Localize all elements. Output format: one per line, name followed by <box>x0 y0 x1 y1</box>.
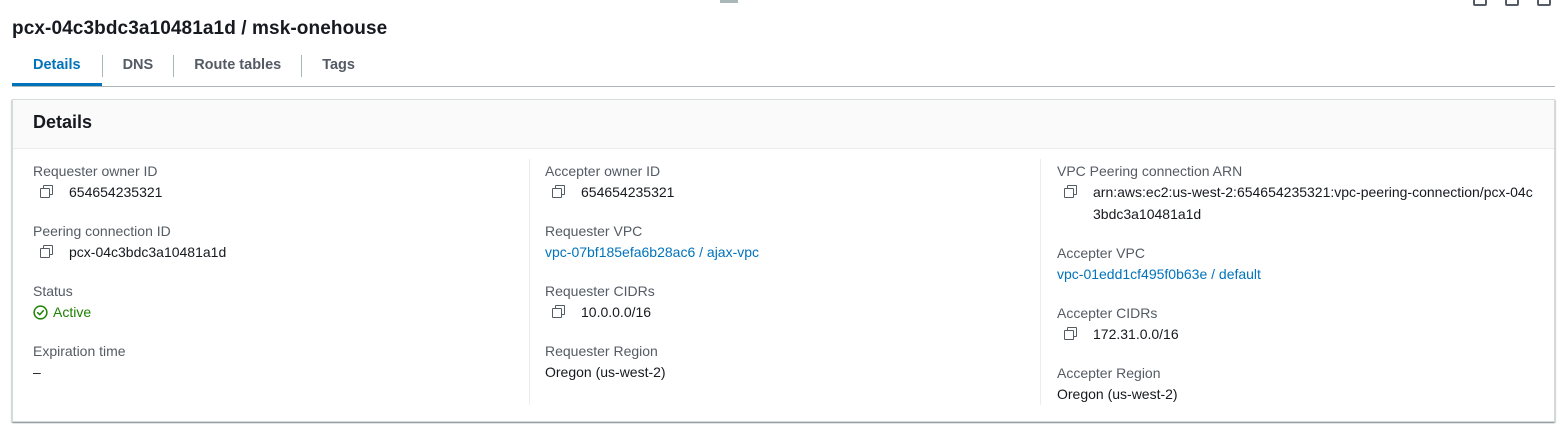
column-divider <box>529 159 530 405</box>
details-column-3: VPC Peering connection ARN arn:aws:ec2:u… <box>1057 149 1537 421</box>
top-toolbar-icons <box>1473 0 1551 6</box>
requester-region-value: Oregon (us-west-2) <box>545 364 666 380</box>
requester-vpc-link[interactable]: vpc-07bf185efa6b28ac6 / ajax-vpc <box>545 244 760 260</box>
expiration-time-field: Expiration time – <box>33 341 513 383</box>
vpc-peering-arn-row: arn:aws:ec2:us-west-2:654654235321:vpc-p… <box>1057 181 1537 225</box>
tab-details[interactable]: Details <box>12 52 102 86</box>
accepter-vpc-row: vpc-01edd1cf495f0b63e / default <box>1057 263 1537 285</box>
accepter-cidrs-field: Accepter CIDRs 172.31.0.0/16 <box>1057 303 1537 345</box>
vpc-peering-arn-value: arn:aws:ec2:us-west-2:654654235321:vpc-p… <box>1093 184 1533 222</box>
column-divider <box>1040 159 1041 405</box>
requester-owner-id-row: 654654235321 <box>33 181 513 203</box>
accepter-owner-id-row: 654654235321 <box>545 181 1025 203</box>
peering-connection-id-value: pcx-04c3bdc3a10481a1d <box>69 244 227 260</box>
vpc-peering-arn-label: VPC Peering connection ARN <box>1057 163 1243 179</box>
peering-connection-id-row: pcx-04c3bdc3a10481a1d <box>33 241 513 263</box>
details-panel: Details Requester owner ID 654654235321 … <box>12 99 1555 422</box>
accepter-owner-id-field: Accepter owner ID 654654235321 <box>545 161 1025 203</box>
requester-owner-id-label: Requester owner ID <box>33 163 158 179</box>
peering-connection-id-label: Peering connection ID <box>33 223 171 239</box>
tab-divider <box>301 55 303 77</box>
expiration-time-value: – <box>33 364 41 380</box>
requester-owner-id-field: Requester owner ID 654654235321 <box>33 161 513 203</box>
copy-icon[interactable] <box>39 184 55 200</box>
status-badge: Active <box>53 304 92 320</box>
page-title: pcx-04c3bdc3a10481a1d / msk-onehouse <box>12 18 388 39</box>
toolbar-icon-2[interactable] <box>1505 0 1519 6</box>
accepter-region-value: Oregon (us-west-2) <box>1057 386 1178 402</box>
copy-icon[interactable] <box>551 184 567 200</box>
accepter-cidrs-value: 172.31.0.0/16 <box>1093 326 1179 342</box>
requester-cidrs-field: Requester CIDRs 10.0.0.0/16 <box>545 281 1025 323</box>
tab-divider <box>101 55 103 77</box>
accepter-owner-id-value: 654654235321 <box>581 184 675 200</box>
check-circle-icon <box>33 304 48 320</box>
requester-cidrs-label: Requester CIDRs <box>545 283 655 299</box>
details-column-2: Accepter owner ID 654654235321 Requester… <box>545 149 1025 421</box>
accepter-cidrs-row: 172.31.0.0/16 <box>1057 323 1537 345</box>
requester-cidrs-value: 10.0.0.0/16 <box>581 304 652 320</box>
tab-bar: Details DNS Route tables Tags <box>12 52 1555 87</box>
status-row: Active <box>33 301 513 323</box>
requester-owner-id-value: 654654235321 <box>69 184 163 200</box>
tab-route-tables[interactable]: Route tables <box>194 57 282 73</box>
accepter-vpc-label: Accepter VPC <box>1057 245 1145 261</box>
requester-region-field: Requester Region Oregon (us-west-2) <box>545 341 1025 383</box>
requester-vpc-field: Requester VPC vpc-07bf185efa6b28ac6 / aj… <box>545 221 1025 263</box>
details-panel-body: Requester owner ID 654654235321 Peering … <box>13 149 1554 421</box>
tab-divider <box>173 55 175 77</box>
expiration-time-label: Expiration time <box>33 343 126 359</box>
accepter-vpc-link[interactable]: vpc-01edd1cf495f0b63e / default <box>1057 266 1261 282</box>
toolbar-icon-1[interactable] <box>1473 0 1487 6</box>
tab-dns[interactable]: DNS <box>122 57 154 73</box>
accepter-region-field: Accepter Region Oregon (us-west-2) <box>1057 363 1537 405</box>
toolbar-icon-3[interactable] <box>1537 0 1551 6</box>
accepter-region-label: Accepter Region <box>1057 365 1161 381</box>
copy-icon[interactable] <box>551 304 567 320</box>
tab-tags[interactable]: Tags <box>322 57 355 73</box>
requester-region-label: Requester Region <box>545 343 658 359</box>
accepter-owner-id-label: Accepter owner ID <box>545 163 661 179</box>
accepter-vpc-field: Accepter VPC vpc-01edd1cf495f0b63e / def… <box>1057 243 1537 285</box>
copy-icon[interactable] <box>39 244 55 260</box>
peering-connection-id-field: Peering connection ID pcx-04c3bdc3a10481… <box>33 221 513 263</box>
vpc-peering-arn-field: VPC Peering connection ARN arn:aws:ec2:u… <box>1057 161 1537 225</box>
copy-icon[interactable] <box>1063 184 1079 200</box>
scroll-indicator <box>720 0 738 3</box>
requester-vpc-row: vpc-07bf185efa6b28ac6 / ajax-vpc <box>545 241 1025 263</box>
requester-cidrs-row: 10.0.0.0/16 <box>545 301 1025 323</box>
status-field: Status Active <box>33 281 513 323</box>
details-column-1: Requester owner ID 654654235321 Peering … <box>33 149 513 421</box>
accepter-cidrs-label: Accepter CIDRs <box>1057 305 1158 321</box>
copy-icon[interactable] <box>1063 326 1079 342</box>
status-label: Status <box>33 283 73 299</box>
requester-vpc-label: Requester VPC <box>545 223 643 239</box>
details-panel-header: Details <box>13 100 1554 149</box>
